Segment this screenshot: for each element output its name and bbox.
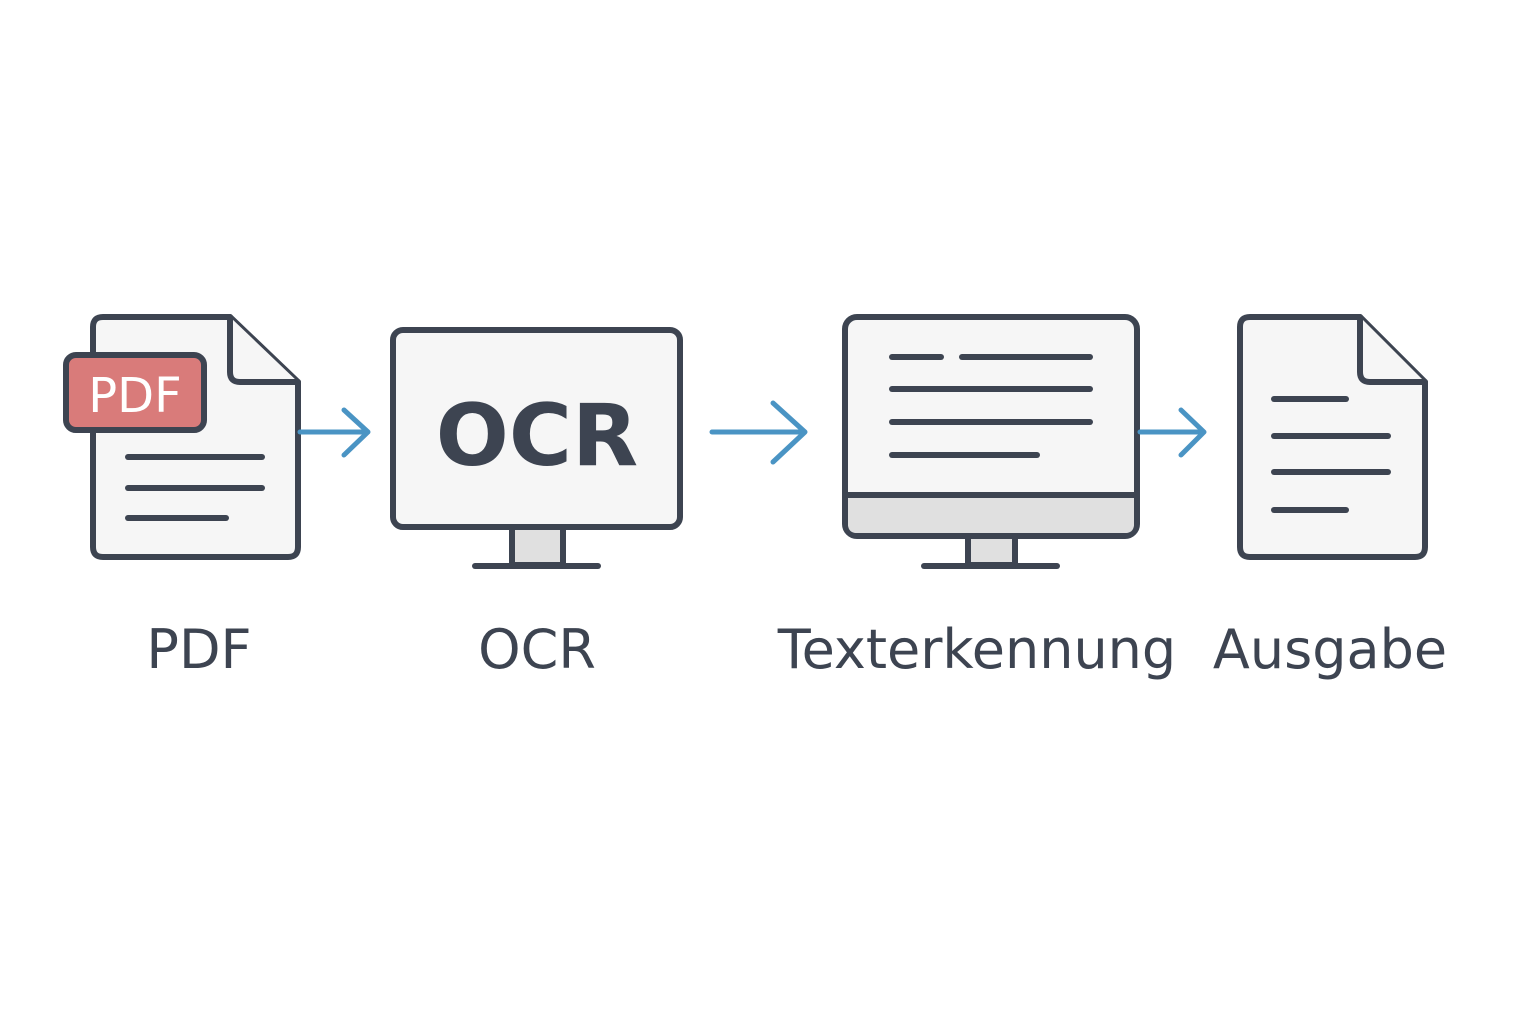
document-icon	[1237, 314, 1428, 560]
arrow-icon	[297, 407, 371, 458]
monitor-text-icon	[842, 314, 1140, 569]
ocr-screen-text: OCR	[436, 386, 638, 486]
step-label-ausgabe: Ausgabe	[1213, 618, 1447, 681]
pdf-document-icon: PDF	[63, 314, 301, 560]
pdf-badge	[63, 352, 207, 433]
arrow-icon	[1137, 407, 1207, 458]
arrow-icon	[709, 400, 808, 465]
step-label-ocr: OCR	[478, 618, 596, 681]
monitor-icon: OCR	[390, 327, 683, 569]
step-label-texterkennung: Texterkennung	[777, 618, 1176, 681]
step-label-pdf: PDF	[146, 618, 251, 681]
pdf-badge-text: PDF	[88, 368, 182, 424]
